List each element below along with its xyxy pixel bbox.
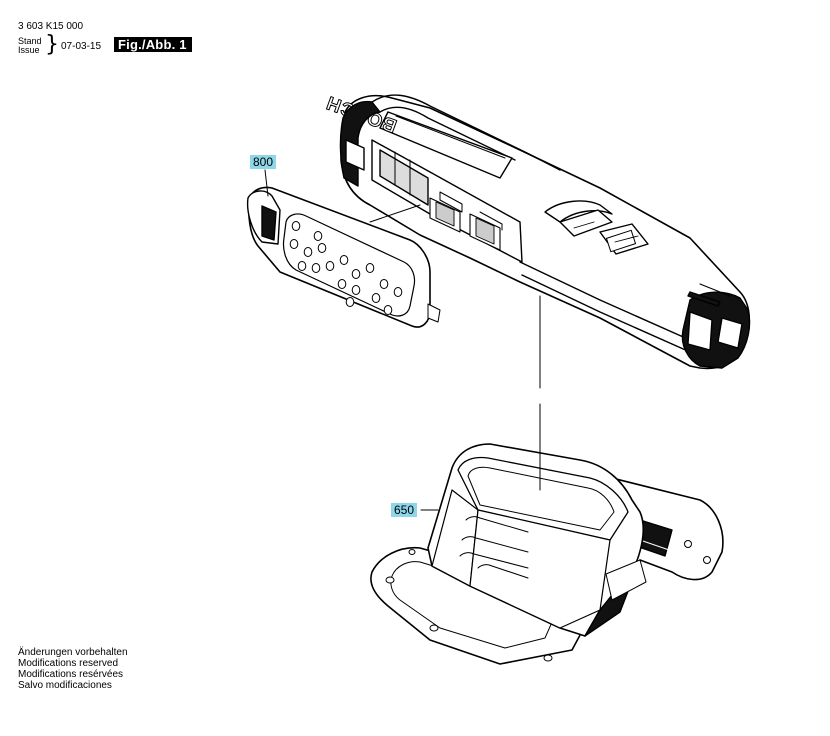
battery-cover-part-800 (248, 187, 440, 327)
note-de: Änderungen vorbehalten (18, 647, 128, 658)
part-number: 3 603 K15 000 (18, 21, 84, 32)
note-es: Salvo modificaciones (18, 680, 112, 691)
issue-label: Issue (18, 45, 40, 55)
figure-label: Fig./Abb. 1 (114, 37, 192, 52)
callout-650: 650 (391, 503, 418, 517)
tool-body: BOSCH (323, 91, 749, 368)
stand-label: Stand (18, 36, 42, 46)
assembly-lines (265, 170, 540, 510)
note-en: Modifications reserved (18, 658, 119, 669)
callout-800: 800 (250, 155, 277, 169)
issue-date: 07-03-15 (61, 41, 102, 52)
note-fr: Modifications resérvées (18, 669, 124, 680)
brace-glyph: } (45, 32, 59, 57)
sanding-base-part-650 (371, 444, 723, 664)
stand-issue-label: Stand Issue (18, 37, 42, 55)
notes-block: Änderungen vorbehalten Modifications res… (18, 647, 128, 691)
